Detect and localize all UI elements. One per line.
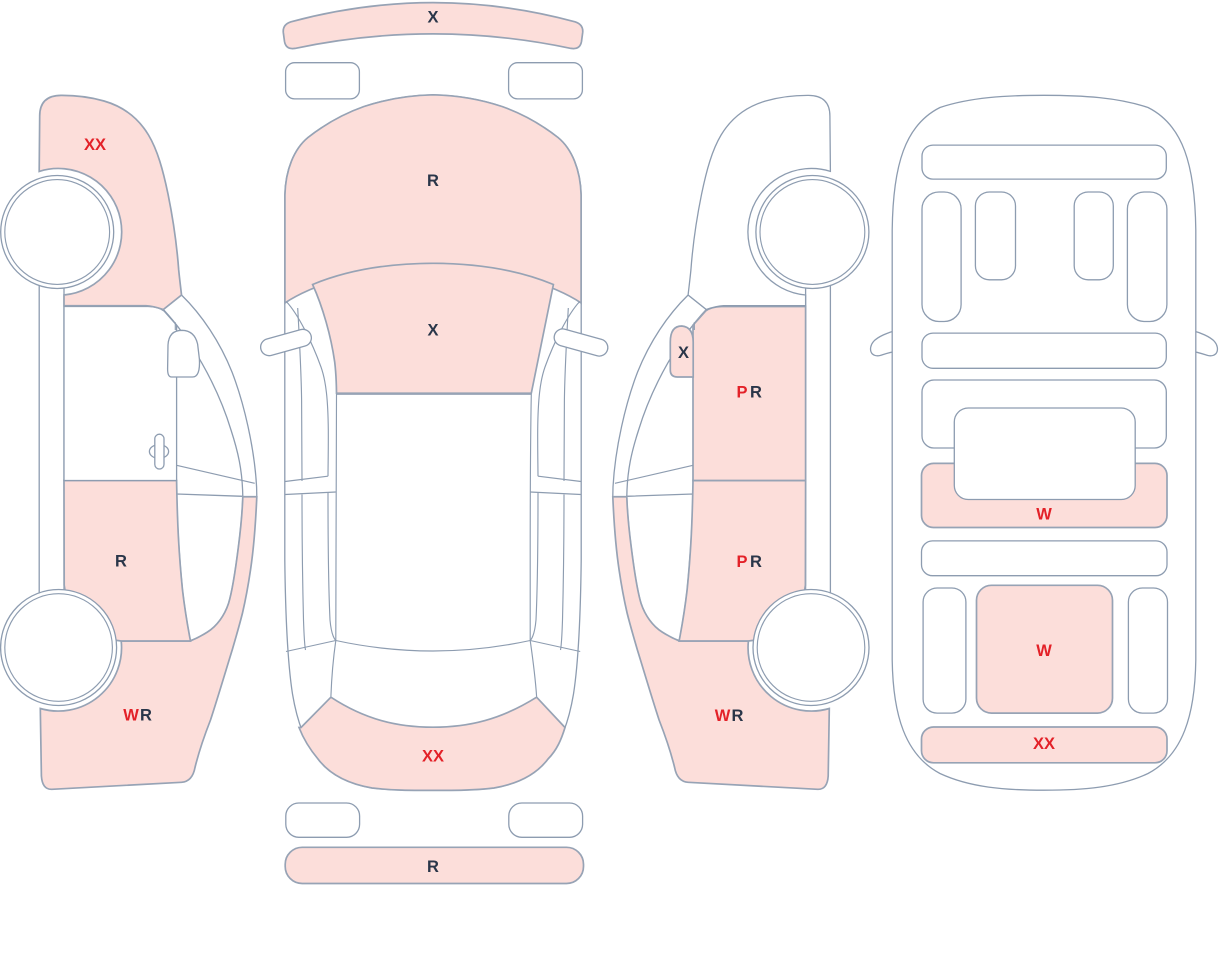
svg-text:X: X (427, 9, 438, 27)
svg-text:PR: PR (736, 383, 762, 401)
svg-text:X: X (427, 322, 438, 340)
svg-text:W: W (1036, 642, 1052, 660)
svg-text:XX: XX (422, 748, 444, 766)
svg-text:WR: WR (123, 707, 152, 725)
svg-text:XX: XX (84, 136, 106, 154)
svg-text:PR: PR (736, 553, 762, 571)
svg-text:X: X (678, 344, 689, 362)
svg-text:R: R (115, 553, 127, 571)
svg-text:R: R (427, 172, 439, 190)
svg-text:XX: XX (1033, 735, 1055, 753)
svg-text:WR: WR (715, 707, 744, 725)
svg-text:W: W (1036, 506, 1052, 524)
svg-text:R: R (427, 858, 439, 876)
